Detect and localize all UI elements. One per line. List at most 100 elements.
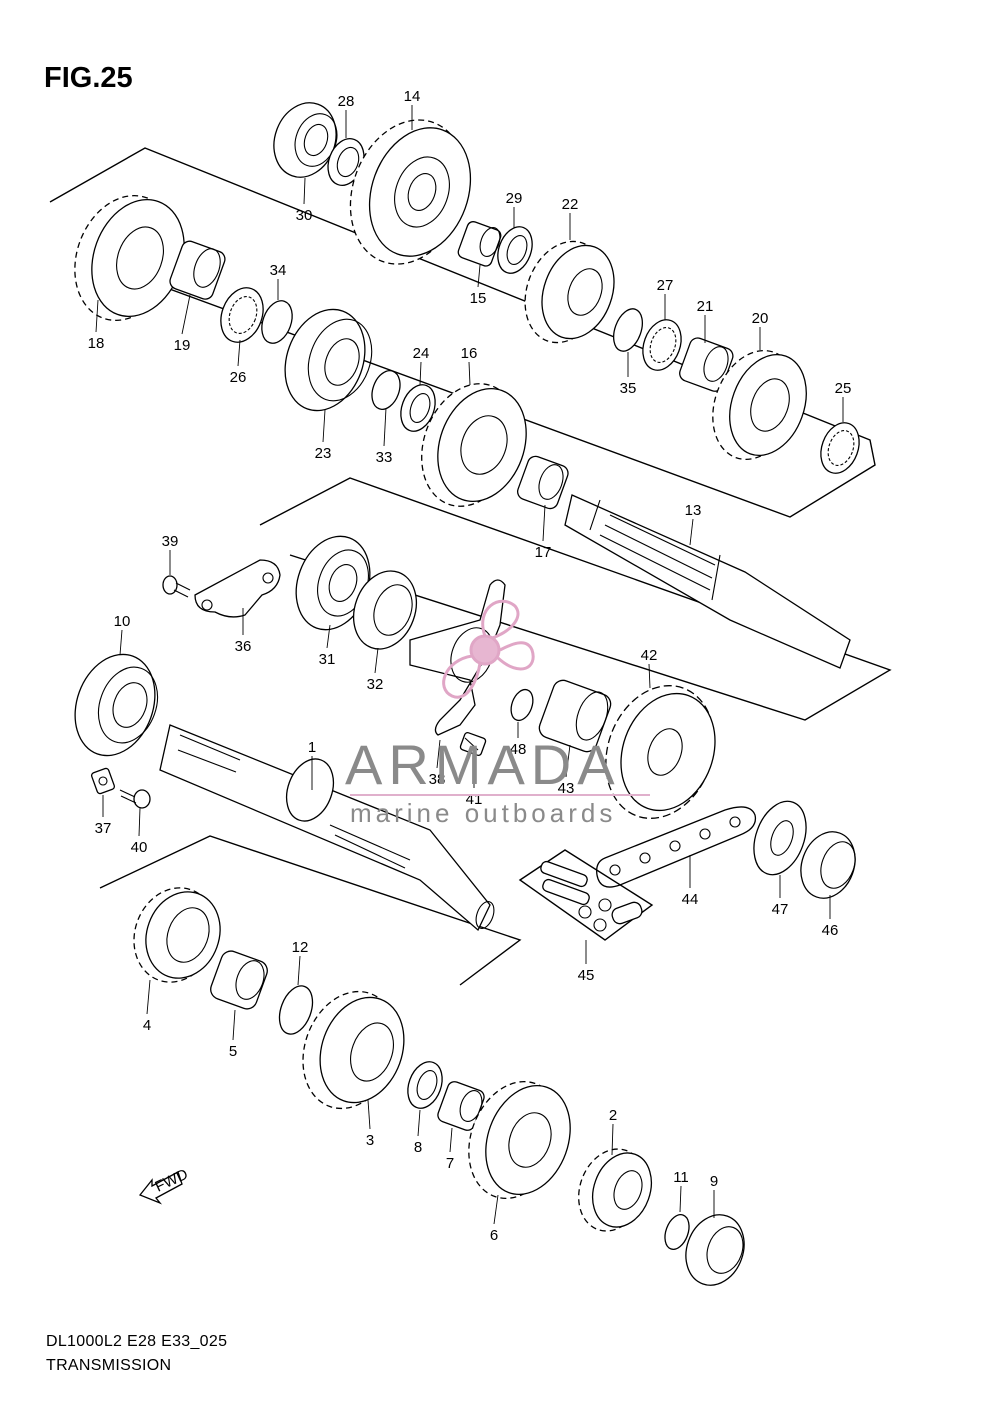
callout-label-31: 31 (319, 651, 336, 668)
callout-leader-38 (436, 739, 441, 769)
callout-label-20: 20 (752, 310, 769, 327)
callout-leader-26 (237, 339, 241, 367)
gear-14 (349, 119, 472, 265)
callout-label-39: 39 (162, 533, 179, 550)
callout-leader-15 (477, 264, 481, 288)
bushing-17 (517, 455, 569, 510)
gear-3 (302, 990, 405, 1110)
o-ring-11 (664, 1214, 690, 1250)
callout-label-2: 2 (609, 1107, 617, 1124)
callout-leader-6 (493, 1194, 499, 1225)
circlip-12 (278, 985, 314, 1035)
gear-2 (578, 1148, 652, 1232)
callout-label-5: 5 (229, 1043, 237, 1060)
callout-leader-2 (611, 1123, 614, 1156)
callout-label-21: 21 (697, 298, 714, 315)
callout-label-38: 38 (429, 771, 446, 788)
callout-label-27: 27 (657, 277, 674, 294)
gear-20 (712, 349, 807, 461)
callout-label-44: 44 (682, 891, 699, 908)
callout-leader-13 (689, 518, 694, 546)
callout-label-8: 8 (414, 1139, 422, 1156)
callout-label-15: 15 (470, 290, 487, 307)
callout-label-10: 10 (114, 613, 131, 630)
oil-seal-32 (353, 570, 417, 650)
callout-label-18: 18 (88, 335, 105, 352)
callout-label-12: 12 (292, 939, 309, 956)
driveshaft-1 (159, 724, 495, 932)
bearing-9 (685, 1214, 745, 1286)
callout-label-43: 43 (558, 780, 575, 797)
circlip-33 (371, 370, 401, 410)
bolt-40 (119, 789, 151, 809)
callout-label-40: 40 (131, 839, 148, 856)
callout-label-48: 48 (510, 741, 527, 758)
bearing-10 (74, 653, 159, 757)
callout-label-13: 13 (685, 502, 702, 519)
callout-leader-7 (449, 1127, 453, 1153)
callout-label-46: 46 (822, 922, 839, 939)
callout-leader-24 (419, 361, 422, 386)
callout-label-23: 23 (315, 445, 332, 462)
callout-label-34: 34 (270, 262, 287, 279)
washer-27 (642, 319, 682, 371)
callout-label-19: 19 (174, 337, 191, 354)
callout-leader-30 (303, 177, 306, 205)
callout-leader-31 (326, 624, 331, 649)
callout-label-11: 11 (673, 1169, 689, 1186)
callout-leader-43 (565, 744, 571, 778)
nut-46 (800, 831, 856, 899)
callout-label-36: 36 (235, 638, 252, 655)
callout-leader-3 (367, 1099, 371, 1130)
countershaft-13 (564, 494, 851, 669)
callout-label-16: 16 (461, 345, 478, 362)
circlip-35 (613, 308, 643, 352)
fwd-label: FWD (153, 1166, 191, 1196)
callout-leader-23 (322, 409, 326, 443)
callout-label-17: 17 (535, 544, 552, 561)
callout-leader-40 (138, 807, 141, 837)
callout-leader-4 (146, 979, 151, 1015)
frame-countershaft-gears (49, 147, 876, 518)
drive-chain-44 (596, 806, 757, 888)
washer-24 (400, 384, 436, 432)
callout-leader-11 (679, 1185, 682, 1213)
stopper-37 (90, 767, 116, 795)
callout-leader-19 (181, 294, 191, 335)
callout-label-30: 30 (296, 207, 313, 224)
callout-label-14: 14 (404, 88, 421, 105)
washer-25 (820, 422, 860, 474)
footer-model-code: DL1000L2 E28 E33_025 (46, 1333, 228, 1350)
bearing-retainer-36 (194, 559, 281, 618)
frame-output-components (259, 477, 892, 721)
callout-leader-33 (383, 407, 387, 447)
callout-label-35: 35 (620, 380, 637, 397)
callout-label-3: 3 (366, 1132, 374, 1149)
callout-label-42: 42 (641, 647, 658, 664)
washer-8 (407, 1061, 443, 1109)
washer-29 (497, 226, 533, 274)
bushing-5 (210, 950, 268, 1010)
callout-label-6: 6 (490, 1227, 498, 1244)
needle-bearing-19 (169, 240, 226, 300)
bushing-15 (457, 221, 502, 267)
callout-label-24: 24 (413, 345, 430, 362)
gear-23 (284, 308, 373, 412)
gear-6 (468, 1080, 571, 1200)
washer-26 (220, 287, 264, 343)
callout-label-33: 33 (376, 449, 393, 466)
callout-label-28: 28 (338, 93, 355, 110)
gear-18 (74, 195, 185, 321)
watermark-propeller-logo (442, 599, 535, 699)
gear-4 (133, 887, 221, 983)
callout-leader-10 (119, 629, 123, 656)
bolt-41 (459, 731, 487, 757)
callout-leader-42 (648, 663, 651, 689)
spacer-43 (538, 679, 612, 753)
bearing-30 (273, 102, 338, 178)
callout-label-25: 25 (835, 380, 852, 397)
callout-leader-12 (297, 955, 301, 986)
chain-joint-kit-45 (518, 849, 654, 941)
bushing-7 (437, 1081, 485, 1131)
